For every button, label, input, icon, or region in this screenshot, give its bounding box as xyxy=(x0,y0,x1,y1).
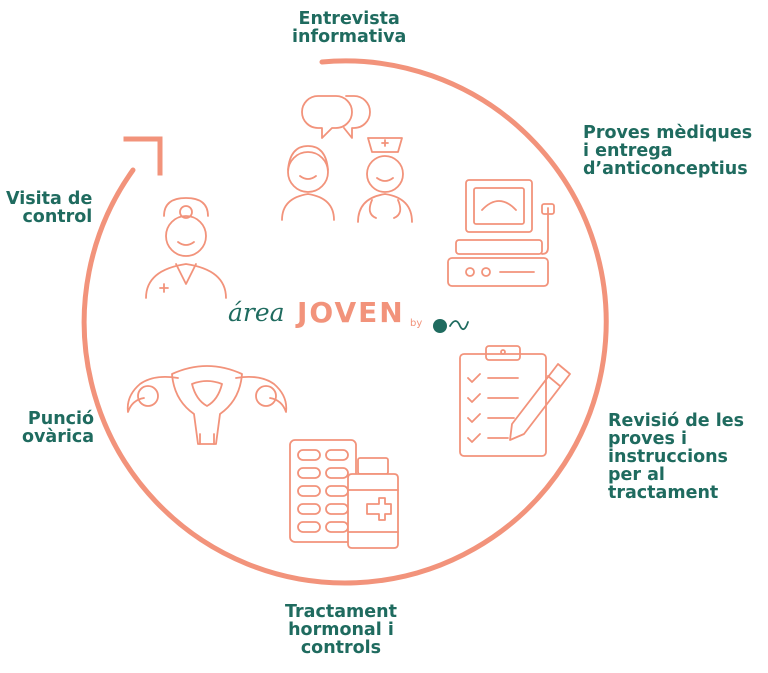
patients-icon xyxy=(281,145,335,221)
uterus-icon xyxy=(126,365,288,445)
step-label-visita: Visita de control xyxy=(6,189,93,227)
ultrasound-machine-icon xyxy=(447,179,555,287)
doctor-icon xyxy=(145,197,227,299)
step-label-proves-mediques: Proves mèdiques i entrega d’anticoncepti… xyxy=(583,123,753,179)
logo-area-text: área xyxy=(228,298,285,327)
cycle-arc xyxy=(81,58,609,586)
step-label-revisio: Revisió de les proves i instruccions per… xyxy=(608,411,745,503)
pill-blister-icon xyxy=(289,439,357,543)
medicine-bottle-icon xyxy=(347,457,399,549)
logo-by-text: by xyxy=(410,318,423,329)
step-label-tractament: Tractament hormonal i controls xyxy=(285,602,397,658)
clipboard-checklist-icon xyxy=(459,345,547,457)
speech-bubbles-icon xyxy=(301,95,371,139)
pencil-icon xyxy=(509,363,571,441)
brand-mark-icon xyxy=(433,319,469,333)
step-label-puncio: Punció ovàrica xyxy=(22,409,95,447)
cycle-arrow-head xyxy=(123,136,163,176)
nurse-icon xyxy=(357,137,413,223)
logo-joven-text: JOVEN xyxy=(297,296,405,329)
step-label-entrevista: Entrevista informativa xyxy=(292,9,407,47)
